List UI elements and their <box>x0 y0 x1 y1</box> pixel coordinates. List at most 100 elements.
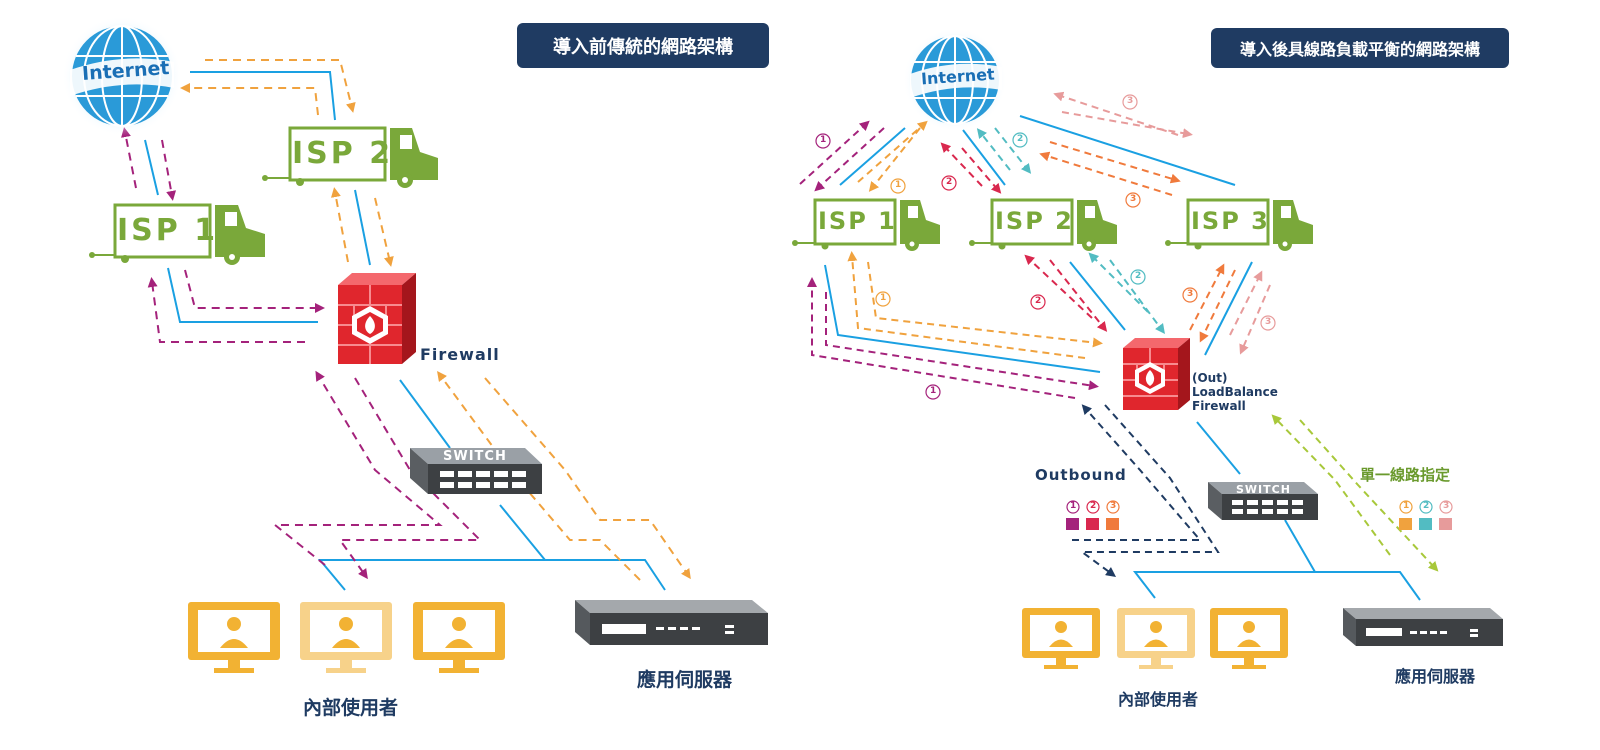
flow-internet-isp3-orange <box>1049 141 1181 184</box>
right-firewall-label: (Out) LoadBalance Firewall <box>1192 371 1278 413</box>
right-server-label: 應用伺服器 <box>1395 667 1476 686</box>
right-isp1-label: ISP 1 <box>818 207 897 235</box>
flow-isp2-internet-teal <box>976 128 1011 171</box>
left-internet-globe <box>62 16 182 136</box>
link-isp2-fw <box>1069 261 1126 331</box>
num-1-a: 1 <box>820 135 827 145</box>
flow-lan-fw <box>272 370 443 566</box>
right-isp3-label: ISP 3 <box>1191 207 1270 235</box>
right-isp3-truck <box>1165 198 1313 251</box>
monitor-2 <box>300 602 392 673</box>
flow-fw-isp1-magenta <box>807 277 1076 399</box>
legend-single-1: 1 <box>1403 501 1410 511</box>
single-line-legend <box>1399 500 1453 530</box>
left-switch-icon <box>410 448 542 494</box>
flow-internet-isp1 <box>814 127 885 192</box>
left-user-monitors <box>188 602 505 673</box>
right-server-icon <box>1343 608 1503 646</box>
legend-out-3: 3 <box>1110 501 1117 511</box>
flow-isp1-fw <box>184 269 325 313</box>
right-isp2-truck <box>969 198 1117 251</box>
flow-isp1-fw-orange <box>867 261 1103 348</box>
right-panel-title: 導入後具線路負載平衡的網路架構 <box>1211 28 1509 68</box>
left-users-label: 內部使用者 <box>303 697 399 719</box>
monitor-3 <box>1210 608 1288 669</box>
link-isp1-fw <box>824 264 1101 373</box>
flow-fw-isp2-crimson <box>1024 254 1093 319</box>
num-3-b: 3 <box>1130 194 1137 204</box>
right-isp1-truck <box>792 198 940 251</box>
flow-single-line-down <box>1299 419 1439 572</box>
left-panel <box>62 16 768 673</box>
flow-isp3-fw-orange <box>1199 269 1236 343</box>
right-links <box>824 115 1421 601</box>
left-switch-label: SWITCH <box>443 449 507 464</box>
left-firewall-label: Firewall <box>420 345 500 364</box>
flow-fw-isp3-pink <box>1229 270 1263 336</box>
monitor-1 <box>1022 608 1100 669</box>
num-1-c: 1 <box>880 293 887 303</box>
right-user-monitors <box>1022 608 1288 669</box>
left-isp2-truck <box>262 126 438 188</box>
left-traffic <box>121 59 691 581</box>
flow-server-fw <box>437 370 641 581</box>
link-isp2-firewall <box>354 189 371 266</box>
link-internet-isp1 <box>839 127 906 186</box>
flow-isp2-up <box>180 83 319 116</box>
flow-fw-server <box>484 377 691 580</box>
link-isp3-fw <box>1204 261 1253 356</box>
flow-outbound-down <box>1078 404 1220 577</box>
flow-internet-isp1-orange <box>868 127 921 192</box>
flow-isp2-down <box>205 59 356 113</box>
link-internet-isp3 <box>1019 115 1236 186</box>
flow-isp3-internet-pink <box>1053 91 1179 136</box>
fw-label-line1: (Out) <box>1192 371 1228 385</box>
link-firewall-switch <box>399 379 451 449</box>
legend-single-2: 2 <box>1423 501 1430 511</box>
num-2-a: 2 <box>946 177 953 187</box>
flow-isp2-internet-crimson <box>940 142 983 187</box>
num-2-b: 2 <box>1017 134 1024 144</box>
link-fw-switch <box>1196 421 1241 475</box>
num-1-d: 1 <box>930 386 937 396</box>
left-isp1-label: ISP 1 <box>117 213 219 248</box>
flow-isp2-fw-teal <box>1109 259 1165 335</box>
outbound-label: Outbound <box>1035 466 1127 484</box>
flow-isp3-internet-orange <box>1039 151 1173 196</box>
right-panel <box>792 28 1503 669</box>
right-firewall-icon <box>1123 338 1190 410</box>
link-lan-server <box>1315 571 1421 601</box>
link-isp1-firewall <box>167 267 318 323</box>
flow-isp2-fw <box>374 197 394 267</box>
link-internet-isp2 <box>190 71 336 121</box>
left-isp1-truck <box>89 203 265 265</box>
right-switch-icon <box>1208 482 1318 520</box>
flow-outbound-up <box>1072 404 1203 541</box>
flow-isp1-down <box>161 139 177 201</box>
flow-internet-isp3-pink <box>1061 111 1193 139</box>
num-2-d: 2 <box>1135 271 1142 281</box>
monitor-3 <box>413 602 505 673</box>
outbound-legend <box>1066 500 1120 530</box>
link-lan-server <box>545 559 666 591</box>
legend-single-3: 3 <box>1443 501 1450 511</box>
left-panel-title: 導入前傳統的網路架構 <box>517 23 769 68</box>
num-3-a: 3 <box>1127 96 1134 106</box>
flow-isp1-internet-orange <box>857 120 928 183</box>
right-internet-globe <box>903 28 1007 132</box>
flow-single-line-up <box>1271 414 1391 556</box>
monitor-2 <box>1117 608 1195 669</box>
fw-label-line3: Firewall <box>1192 399 1246 413</box>
legend-out-1: 1 <box>1070 501 1077 511</box>
flow-internet-isp2-crimson <box>961 147 1002 194</box>
route-number-markers <box>815 94 1276 400</box>
flow-fw-isp2 <box>330 187 349 263</box>
left-isp2-label: ISP 2 <box>292 136 394 171</box>
num-1-b: 1 <box>895 180 902 190</box>
link-internet-isp2 <box>962 129 1006 186</box>
left-links <box>144 71 666 591</box>
flow-isp1-internet <box>799 120 870 185</box>
flow-fw-isp1 <box>147 277 305 343</box>
left-server-icon <box>575 600 768 645</box>
right-users-label: 內部使用者 <box>1118 690 1199 709</box>
